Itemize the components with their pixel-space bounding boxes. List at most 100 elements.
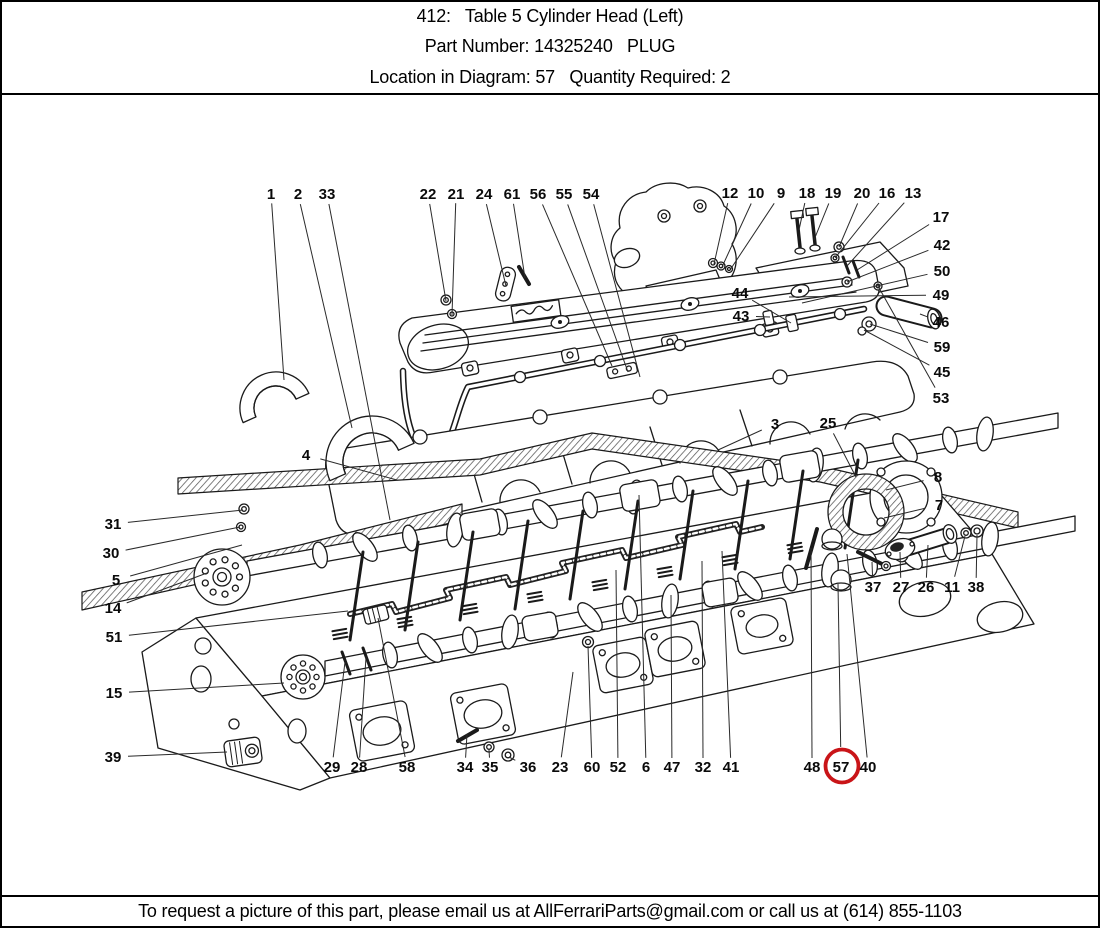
plugs-and-caps: [223, 527, 852, 768]
leader-line-26: [925, 544, 929, 578]
leader-line-20: [838, 203, 859, 248]
cover-bolts-and-nuts: [790, 206, 883, 291]
callout-42: 42: [934, 237, 951, 254]
callout-32: 32: [695, 759, 712, 776]
leader-line-55: [567, 204, 629, 373]
leader-line-30: [125, 526, 241, 551]
leader-line-24: [485, 203, 507, 287]
leader-line-15: [128, 682, 285, 693]
callout-50: 50: [934, 263, 951, 280]
leader-line-43: [755, 316, 771, 318]
location-quantity-text: Location in Diagram: 57 Quantity Require…: [369, 67, 731, 87]
callout-23: 23: [552, 759, 569, 776]
callout-49: 49: [933, 287, 950, 304]
callout-18: 18: [799, 185, 816, 202]
callout-16: 16: [879, 185, 896, 202]
leader-line-19: [813, 203, 830, 241]
water-outlet-parts: [827, 460, 984, 572]
callout-6: 6: [642, 759, 650, 776]
leader-line-40: [846, 553, 868, 758]
callout-37: 37: [865, 579, 882, 596]
leader-line-34: [465, 733, 468, 758]
callout-12: 12: [722, 185, 739, 202]
leader-line-44: [751, 299, 792, 324]
leader-line-49: [788, 294, 927, 298]
callout-27: 27: [893, 579, 910, 596]
callout-21: 21: [448, 186, 465, 203]
valve-cover: [398, 259, 880, 377]
part-number-text: Part Number: 14325240 PLUG: [424, 36, 676, 56]
callout-25: 25: [820, 415, 837, 432]
callout-45: 45: [934, 364, 951, 381]
callout-31: 31: [105, 516, 122, 533]
callout-33: 33: [319, 186, 336, 203]
leader-line-42: [846, 249, 929, 283]
callout-38: 38: [968, 579, 985, 596]
exhaust-ports: [348, 580, 1024, 762]
leader-line-28: [359, 656, 367, 758]
callout-48: 48: [804, 759, 821, 776]
leader-line-18: [798, 202, 806, 231]
callout-2: 2: [294, 186, 302, 203]
table-title-text: 412: Table 5 Cylinder Head (Left): [416, 6, 684, 26]
breather-pipe-and-banjo: [857, 295, 943, 336]
lower-gasket-strip: [347, 521, 765, 617]
leader-line-33: [328, 203, 391, 521]
callout-57: 57: [833, 759, 850, 776]
leader-lines: [125, 202, 978, 761]
leader-line-11: [954, 535, 966, 577]
callout-29: 29: [324, 759, 341, 776]
callout-24: 24: [476, 186, 493, 203]
callout-59: 59: [934, 339, 951, 356]
callout-53: 53: [933, 390, 950, 407]
callout-3: 3: [771, 416, 779, 433]
callout-30: 30: [103, 545, 120, 562]
callout-19: 19: [825, 185, 842, 202]
camshaft-rear: [193, 412, 1059, 606]
leader-line-32: [701, 560, 704, 759]
leader-line-48: [810, 547, 813, 759]
leader-line-61: [513, 203, 526, 279]
footer-contact-text: To request a picture of this part, pleas…: [138, 901, 962, 921]
callout-11: 11: [944, 579, 960, 596]
callout-9: 9: [777, 185, 785, 202]
leader-line-3: [717, 429, 763, 451]
leader-line-12: [713, 202, 729, 265]
leader-line-8: [885, 480, 924, 491]
leader-line-27: [899, 551, 902, 578]
callout-7: 7: [935, 497, 943, 514]
header-table-title: 412: Table 5 Cylinder Head (Left): [2, 2, 1098, 33]
callout-61: 61: [504, 186, 521, 203]
callout-55: 55: [556, 186, 573, 203]
leader-line-38: [975, 534, 978, 578]
callout-46: 46: [933, 314, 950, 331]
footer-contact-bar: To request a picture of this part, pleas…: [2, 895, 1098, 926]
callout-34: 34: [457, 759, 474, 776]
callout-15: 15: [106, 685, 123, 702]
plug-39: [223, 736, 263, 768]
leader-line-1: [271, 203, 285, 381]
leader-line-4: [320, 458, 398, 481]
leader-line-51: [128, 610, 349, 636]
leader-line-13: [846, 202, 905, 267]
leader-line-47: [670, 594, 673, 759]
callout-58: 58: [399, 759, 416, 776]
callout-51: 51: [106, 629, 123, 646]
leader-line-22: [429, 203, 447, 302]
callout-52: 52: [610, 759, 627, 776]
leader-line-60: [587, 645, 593, 758]
ferrari-logo-plate: [510, 299, 562, 323]
leader-line-36: [508, 756, 516, 761]
header-location-quantity: Location in Diagram: 57 Quantity Require…: [2, 62, 1098, 95]
callout-26: 26: [918, 579, 935, 596]
callout-4: 4: [302, 447, 311, 464]
callout-44: 44: [732, 285, 749, 302]
leader-line-21: [451, 203, 457, 316]
callout-47: 47: [664, 759, 681, 776]
leader-line-46: [919, 313, 928, 318]
leader-line-9: [729, 203, 775, 271]
leader-line-2: [299, 203, 353, 429]
callout-1: 1: [267, 186, 275, 203]
